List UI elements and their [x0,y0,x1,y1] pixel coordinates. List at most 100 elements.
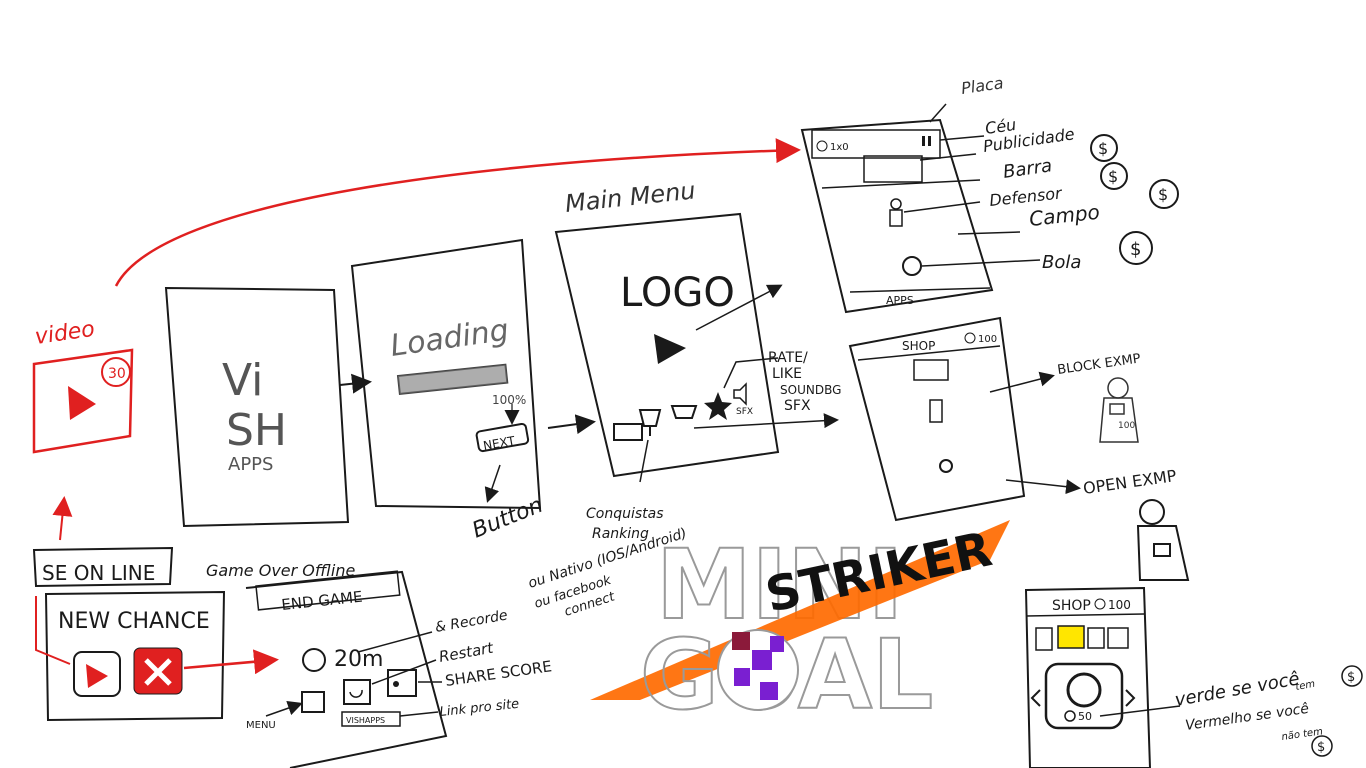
shop2-tab-3[interactable] [1087,627,1105,649]
field-line [821,179,981,189]
shop2-tab-4[interactable] [1107,627,1129,649]
logo-ball-patch-3 [734,668,750,686]
sound-icon[interactable] [733,382,747,406]
video-timer: 30 [108,366,126,382]
shop1-item-ball[interactable] [939,459,953,473]
svg-text:$: $ [1130,239,1141,260]
splash-brand-line-3: APPS [228,454,273,475]
shop2-currency-icon-2: $ [1311,735,1333,757]
loading-frame [350,238,542,510]
pointer-bola [921,259,1041,267]
end-game-header: END GAME [281,588,364,614]
rate-like-line-2: LIKE [772,366,802,382]
watch-video-play-icon [86,664,108,688]
sound-label-1: SOUNDBG [780,383,841,397]
logo-ball-patch-1 [732,632,750,650]
shop2-header-line [1025,613,1145,617]
sound-label-2: SFX [784,398,811,414]
play-button-icon[interactable] [654,334,686,364]
end-game-header-box [255,570,401,611]
currency-icon-3: $ [1149,179,1179,209]
game-over-screen: Game Over Offline END GAME 20m VISHAPPS … [206,561,553,768]
shop2-item-card[interactable] [1044,662,1124,730]
game-ball-icon[interactable] [902,256,922,276]
restart-button[interactable] [343,679,371,705]
ranking-trophy-icon[interactable] [638,409,662,436]
site-link-label: VISHAPPS [346,716,385,725]
shop1-header: SHOP [902,339,935,353]
currency-icon-1: $ [1090,134,1118,162]
pointer-defensor [903,201,981,213]
achievements-icon[interactable] [613,423,643,441]
locked-item-example: 100 [1099,377,1139,443]
shop2-tab-2-selected[interactable] [1057,625,1085,649]
online-label-box [32,546,174,588]
splash-screen: Vi SH APPS [164,286,350,528]
block-example-label: BLOCK EXMP [1056,351,1141,378]
rate-star-icon[interactable] [704,392,732,420]
note-bola: Bola [1042,252,1081,273]
shop1-item-defender[interactable] [929,399,943,423]
menu-button[interactable] [301,691,325,713]
gameplay-screen: 1x0 APPS Placa Céu Publicidade Barra Def… [800,73,1179,314]
note-tem: tem [1295,679,1317,693]
note-recorde: & Recorde [434,607,509,635]
note-placa: Placa [960,73,1005,98]
shop2-tab-1[interactable] [1035,627,1053,651]
svg-text:$: $ [1158,185,1168,204]
logo-orange-brushstroke [590,520,1010,700]
arrow-video-to-gameplay [114,138,801,287]
main-menu-title: Main Menu [564,176,697,218]
shop2-prev-arrow-icon[interactable] [1030,689,1041,707]
pause-icon-bar-1[interactable] [922,136,925,146]
close-icon [144,658,172,686]
loading-screen: Loading 100% NEXT Button [350,238,547,544]
sfx-icon-label: SFX [736,407,753,417]
end-score: 20m [334,647,383,672]
pointer-placa [929,103,947,123]
shop1-header-line [857,345,1001,361]
site-link-button[interactable] [341,711,401,727]
video-timer-circle [101,357,131,387]
gameplay-frame [800,118,994,314]
next-button[interactable] [475,422,530,453]
pointer-link [399,711,439,717]
online-label: SE ON LINE [42,561,155,585]
ad-bar-label: APPS [886,294,914,307]
video-frame [32,348,134,454]
mini-striker-goal-logo: MINI STRIKER GOAL [590,520,1010,732]
share-button[interactable] [387,669,417,697]
hud-bar [811,129,941,159]
online-new-chance: SE ON LINE NEW CHANCE [32,546,279,722]
pointer-campo [957,231,1021,235]
arrow-menu [265,700,303,717]
shop-cart-icon[interactable] [670,405,698,419]
note-conquistas: Conquistas [586,506,664,522]
share-icon [393,681,399,687]
pointer-recorde [357,631,433,653]
shop2-ball-icon [1066,672,1102,708]
watch-video-button[interactable] [73,651,121,697]
hud-ball-icon [816,140,828,152]
pointer-barra [919,153,977,161]
shop1-item-goal[interactable] [913,359,949,381]
game-over-label: Game Over Offline [206,561,355,580]
shop1-coins: 100 [978,334,997,345]
arrow-online-to-video [52,496,73,541]
logo-ball-patch-2 [752,650,772,670]
currency-icon-2: $ [1100,162,1128,190]
video-play-icon[interactable] [68,386,96,420]
arrow-block-example [989,371,1055,393]
shop2-next-arrow-icon[interactable] [1125,689,1136,707]
menu-logo: LOGO [620,270,735,316]
padlock-icon [1109,403,1125,415]
arrow-loading-to-menu [547,414,596,435]
unlocked-item-body [1136,525,1190,581]
unlocked-item-example [1136,499,1190,581]
rate-like-line-1: RATE/ [768,350,808,366]
red-bracket-line [35,596,71,665]
button-note: Button [469,493,547,544]
note-link-site: Link pro site [439,697,520,720]
defender-head [890,198,902,210]
